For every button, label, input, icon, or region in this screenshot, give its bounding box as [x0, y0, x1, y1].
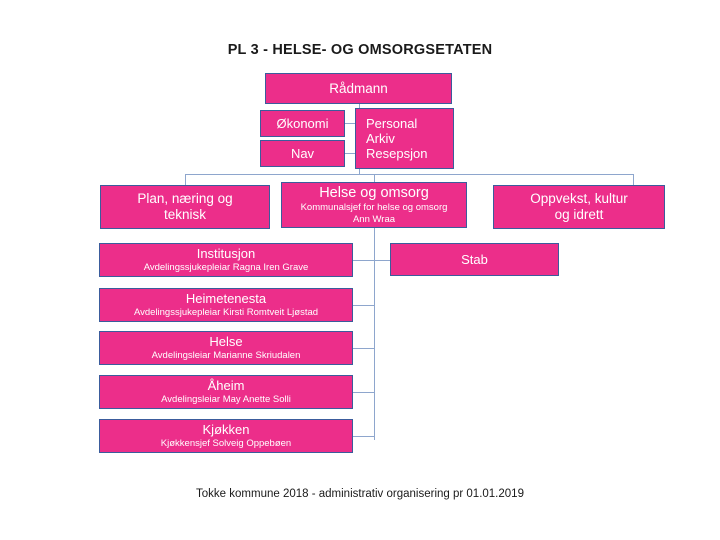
node-helse-sub: Avdelingsleiar Marianne Skriudalen	[151, 349, 301, 361]
connector-institusjon-branch	[352, 260, 374, 261]
node-okonomi-label: Økonomi	[276, 115, 329, 131]
node-helse-og-omsorg[interactable]: Helse og omsorg Kommunalsjef for helse o…	[281, 182, 467, 228]
node-radmann[interactable]: Rådmann	[265, 73, 452, 104]
connector-level2-horizontal	[185, 174, 633, 175]
connector-nav-link	[345, 153, 359, 154]
connector-aaheim-branch	[352, 392, 374, 393]
node-personal[interactable]: Personal Arkiv Resepsjon	[355, 108, 454, 169]
node-plan-naering-teknisk[interactable]: Plan, næring og teknisk	[100, 185, 270, 229]
node-institusjon[interactable]: Institusjon Avdelingssjukepleiar Ragna I…	[99, 243, 353, 277]
node-oppvekst-line2: og idrett	[554, 207, 604, 222]
connector-stab-branch	[374, 260, 390, 261]
node-nav-label: Nav	[290, 145, 315, 161]
node-personal-line1: Personal	[366, 115, 418, 131]
node-kjokken[interactable]: Kjøkken Kjøkkensjef Solveig Oppebøen	[99, 419, 353, 453]
node-stab-label: Stab	[461, 251, 488, 267]
node-plan-line2: teknisk	[163, 207, 207, 222]
node-heimetenesta-label: Heimetenesta	[185, 291, 267, 307]
connector-helse-branch	[352, 348, 374, 349]
connector-plan-up	[185, 174, 186, 185]
node-heimetenesta[interactable]: Heimetenesta Avdelingssjukepleiar Kirsti…	[99, 288, 353, 322]
node-helse-omsorg-sub1: Kommunalsjef for helse og omsorg	[300, 201, 448, 213]
node-personal-line2: Arkiv	[366, 130, 395, 146]
page-title: PL 3 - HELSE- OG OMSORGSETATEN	[227, 42, 493, 58]
node-heimetenesta-sub: Avdelingssjukepleiar Kirsti Romtveit Ljø…	[133, 306, 319, 318]
node-institusjon-sub: Avdelingssjukepleiar Ragna Iren Grave	[143, 261, 309, 273]
node-plan-line1: Plan, næring og	[137, 191, 233, 207]
node-personal-line3: Resepsjon	[366, 146, 428, 162]
node-oppvekst-kultur-idrett[interactable]: Oppvekst, kultur og idrett	[493, 185, 665, 229]
connector-heimetenesta-branch	[352, 305, 374, 306]
footer-note: Tokke kommune 2018 - administrativ organ…	[196, 488, 524, 500]
connector-helse-spine	[374, 228, 375, 440]
node-okonomi[interactable]: Økonomi	[260, 110, 345, 137]
node-kjokken-sub: Kjøkkensjef Solveig Oppebøen	[160, 437, 292, 449]
node-aaheim-label: Åheim	[207, 378, 245, 394]
node-institusjon-label: Institusjon	[196, 246, 256, 262]
node-helse-omsorg-sub2: Ann Wraa	[352, 213, 396, 225]
node-radmann-label: Rådmann	[329, 80, 388, 96]
connector-kjokken-branch	[352, 436, 374, 437]
node-helse[interactable]: Helse Avdelingsleiar Marianne Skriudalen	[99, 331, 353, 365]
node-stab[interactable]: Stab	[390, 243, 559, 276]
node-kjokken-label: Kjøkken	[202, 422, 250, 438]
node-oppvekst-line1: Oppvekst, kultur	[530, 191, 628, 207]
node-aaheim[interactable]: Åheim Avdelingsleiar May Anette Solli	[99, 375, 353, 409]
connector-okonomi-link	[345, 123, 359, 124]
node-helse-omsorg-label: Helse og omsorg	[319, 184, 429, 201]
node-helse-label: Helse	[209, 334, 243, 350]
node-nav[interactable]: Nav	[260, 140, 345, 167]
node-aaheim-sub: Avdelingsleiar May Anette Solli	[161, 393, 291, 405]
connector-helse-up	[374, 174, 375, 182]
connector-oppvekst-up	[633, 174, 634, 185]
